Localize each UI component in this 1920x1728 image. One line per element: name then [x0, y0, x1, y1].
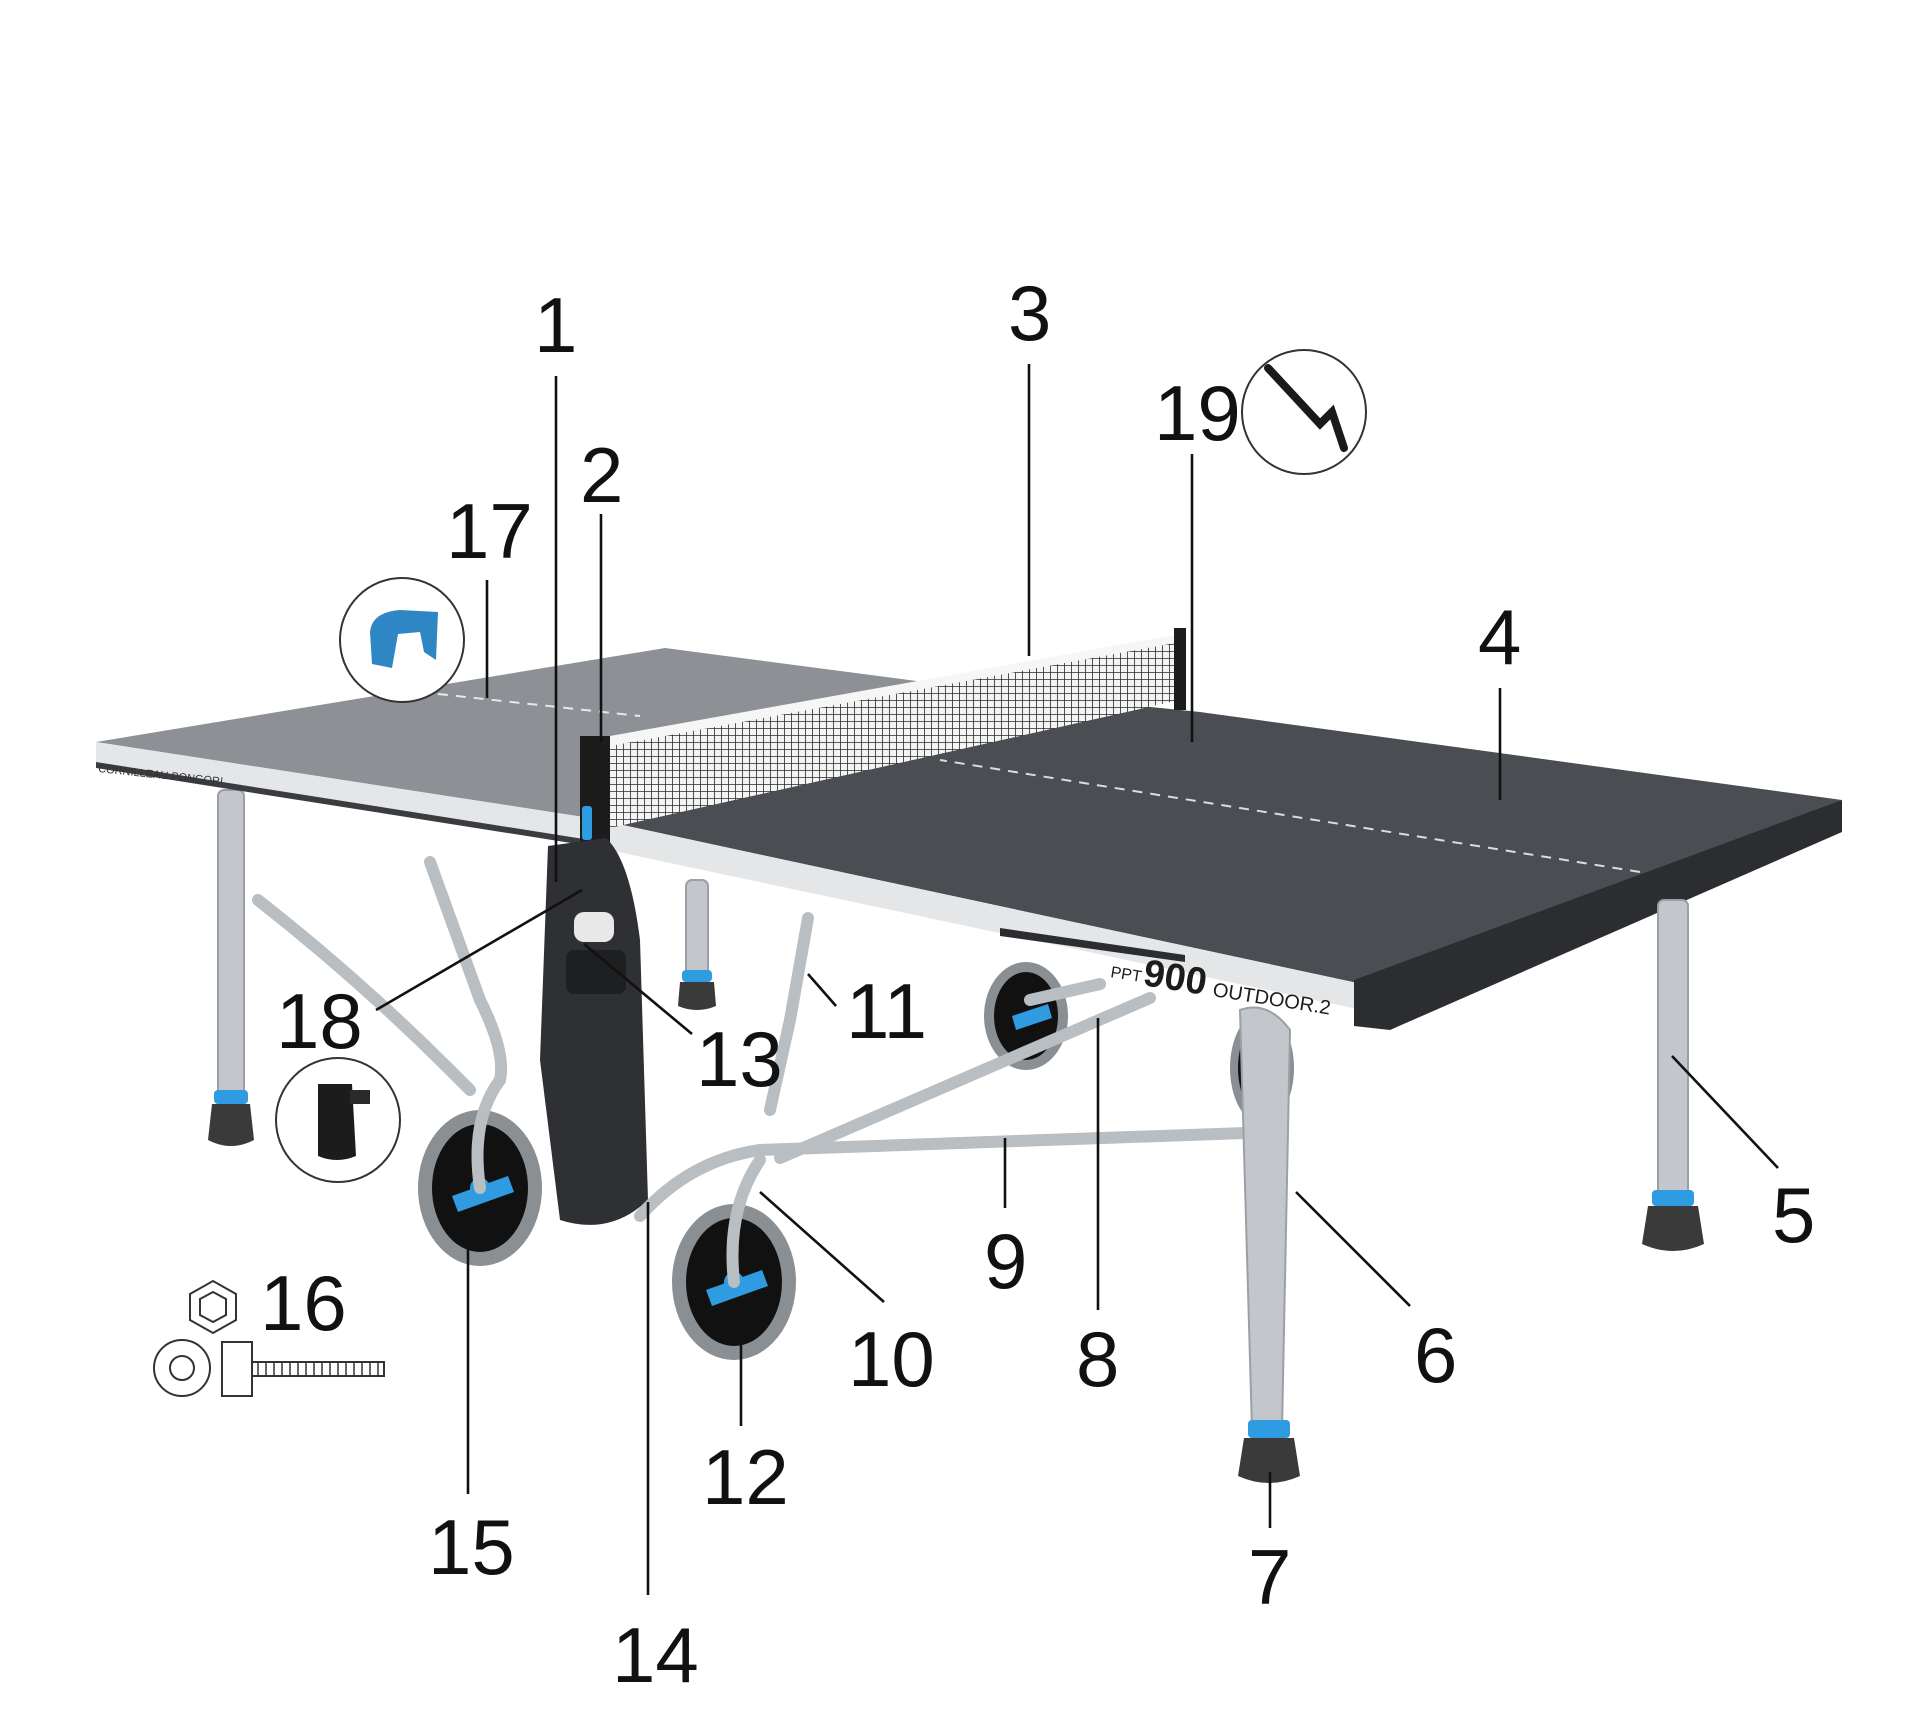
callout-5: 5 — [1772, 1171, 1815, 1259]
net — [580, 628, 1186, 844]
net-post-right — [1174, 628, 1186, 710]
callout-19: 19 — [1154, 369, 1241, 457]
callout-9: 9 — [984, 1217, 1027, 1305]
callout-7: 7 — [1248, 1533, 1291, 1621]
callout-labels: 1 2 3 4 5 6 7 8 9 10 11 12 13 14 15 16 1… — [260, 269, 1815, 1699]
inset-18-ball-holder — [275, 1057, 401, 1183]
callout-2: 2 — [580, 431, 623, 519]
tabletop-edge-left — [96, 742, 590, 840]
callout-12: 12 — [702, 1433, 789, 1521]
front-leg-center — [1238, 1006, 1300, 1483]
leader-6 — [1295, 1191, 1411, 1307]
callout-18: 18 — [276, 977, 363, 1065]
callout-4: 4 — [1478, 593, 1521, 681]
callout-10: 10 — [848, 1315, 935, 1403]
leader-5 — [1671, 1055, 1779, 1169]
leader-lines — [375, 364, 1779, 1595]
tabletop: CORNILLEAU PONGORI PPT 900 OUTDOOR.2 — [96, 648, 1842, 1030]
callout-6: 6 — [1414, 1311, 1457, 1399]
callout-14: 14 — [612, 1611, 699, 1699]
callout-15: 15 — [428, 1503, 515, 1591]
callout-13: 13 — [696, 1015, 783, 1103]
leader-10 — [759, 1191, 885, 1303]
callout-3: 3 — [1008, 269, 1051, 357]
callout-11: 11 — [846, 967, 927, 1055]
front-leg-right — [1642, 899, 1704, 1251]
model-prefix: PPT — [1109, 964, 1143, 986]
leader-18 — [375, 888, 583, 1012]
tabletop-far-half — [96, 648, 1000, 818]
callout-8: 8 — [1076, 1315, 1119, 1403]
inset-19-net-tensioner — [1241, 349, 1367, 475]
leader-11 — [807, 973, 837, 1007]
callout-1: 1 — [534, 281, 577, 369]
back-leg-center — [678, 879, 716, 1010]
leader-13 — [583, 943, 693, 1035]
back-wheel-front-bracket — [471, 1074, 766, 1288]
clip-housing — [540, 838, 648, 1225]
callout-17: 17 — [446, 487, 533, 575]
back-leg-left — [208, 789, 254, 1146]
callout-16: 16 — [260, 1259, 347, 1347]
undercarriage-frame — [252, 856, 1280, 1222]
inset-16-bolt-set — [153, 1279, 385, 1397]
tabletop-edge-front — [590, 818, 1390, 1016]
inset-17-corner-clip — [339, 577, 465, 703]
